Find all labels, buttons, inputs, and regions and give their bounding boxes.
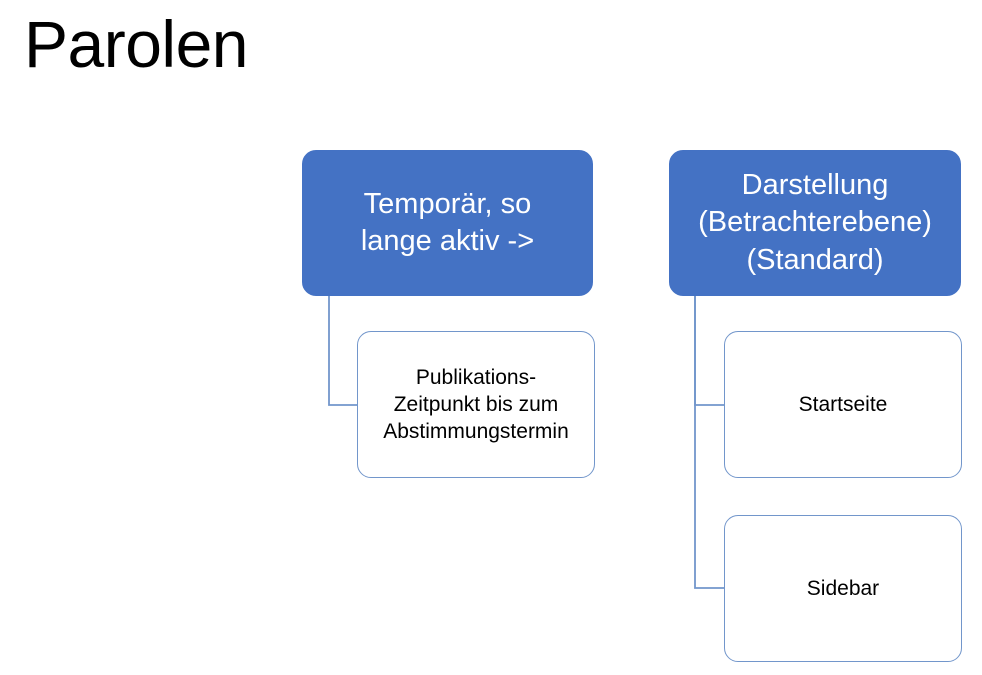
- node-darstellung-label: Darstellung (Betrachterebene) (Standard): [698, 169, 932, 276]
- node-temporaer-label: Temporär, so lange aktiv ->: [360, 187, 535, 257]
- node-sidebar-label: Sidebar: [806, 576, 880, 600]
- node-startseite[interactable]: Startseite: [724, 331, 962, 478]
- node-temporaer[interactable]: Temporär, so lange aktiv ->: [302, 150, 593, 296]
- node-publikations-zeitpunkt[interactable]: Publikations- Zeitpunkt bis zum Abstimmu…: [357, 331, 595, 478]
- node-darstellung[interactable]: Darstellung (Betrachterebene) (Standard): [669, 150, 961, 296]
- node-sidebar[interactable]: Sidebar: [724, 515, 962, 662]
- page-title: Parolen: [24, 7, 249, 81]
- connector-darstellung-startseite: [694, 296, 724, 406]
- connector-darstellung-sidebar: [694, 296, 724, 589]
- connector-temporaer-publikations: [328, 296, 357, 406]
- node-publikations-zeitpunkt-label: Publikations- Zeitpunkt bis zum Abstimmu…: [383, 365, 569, 444]
- node-startseite-label: Startseite: [798, 392, 888, 416]
